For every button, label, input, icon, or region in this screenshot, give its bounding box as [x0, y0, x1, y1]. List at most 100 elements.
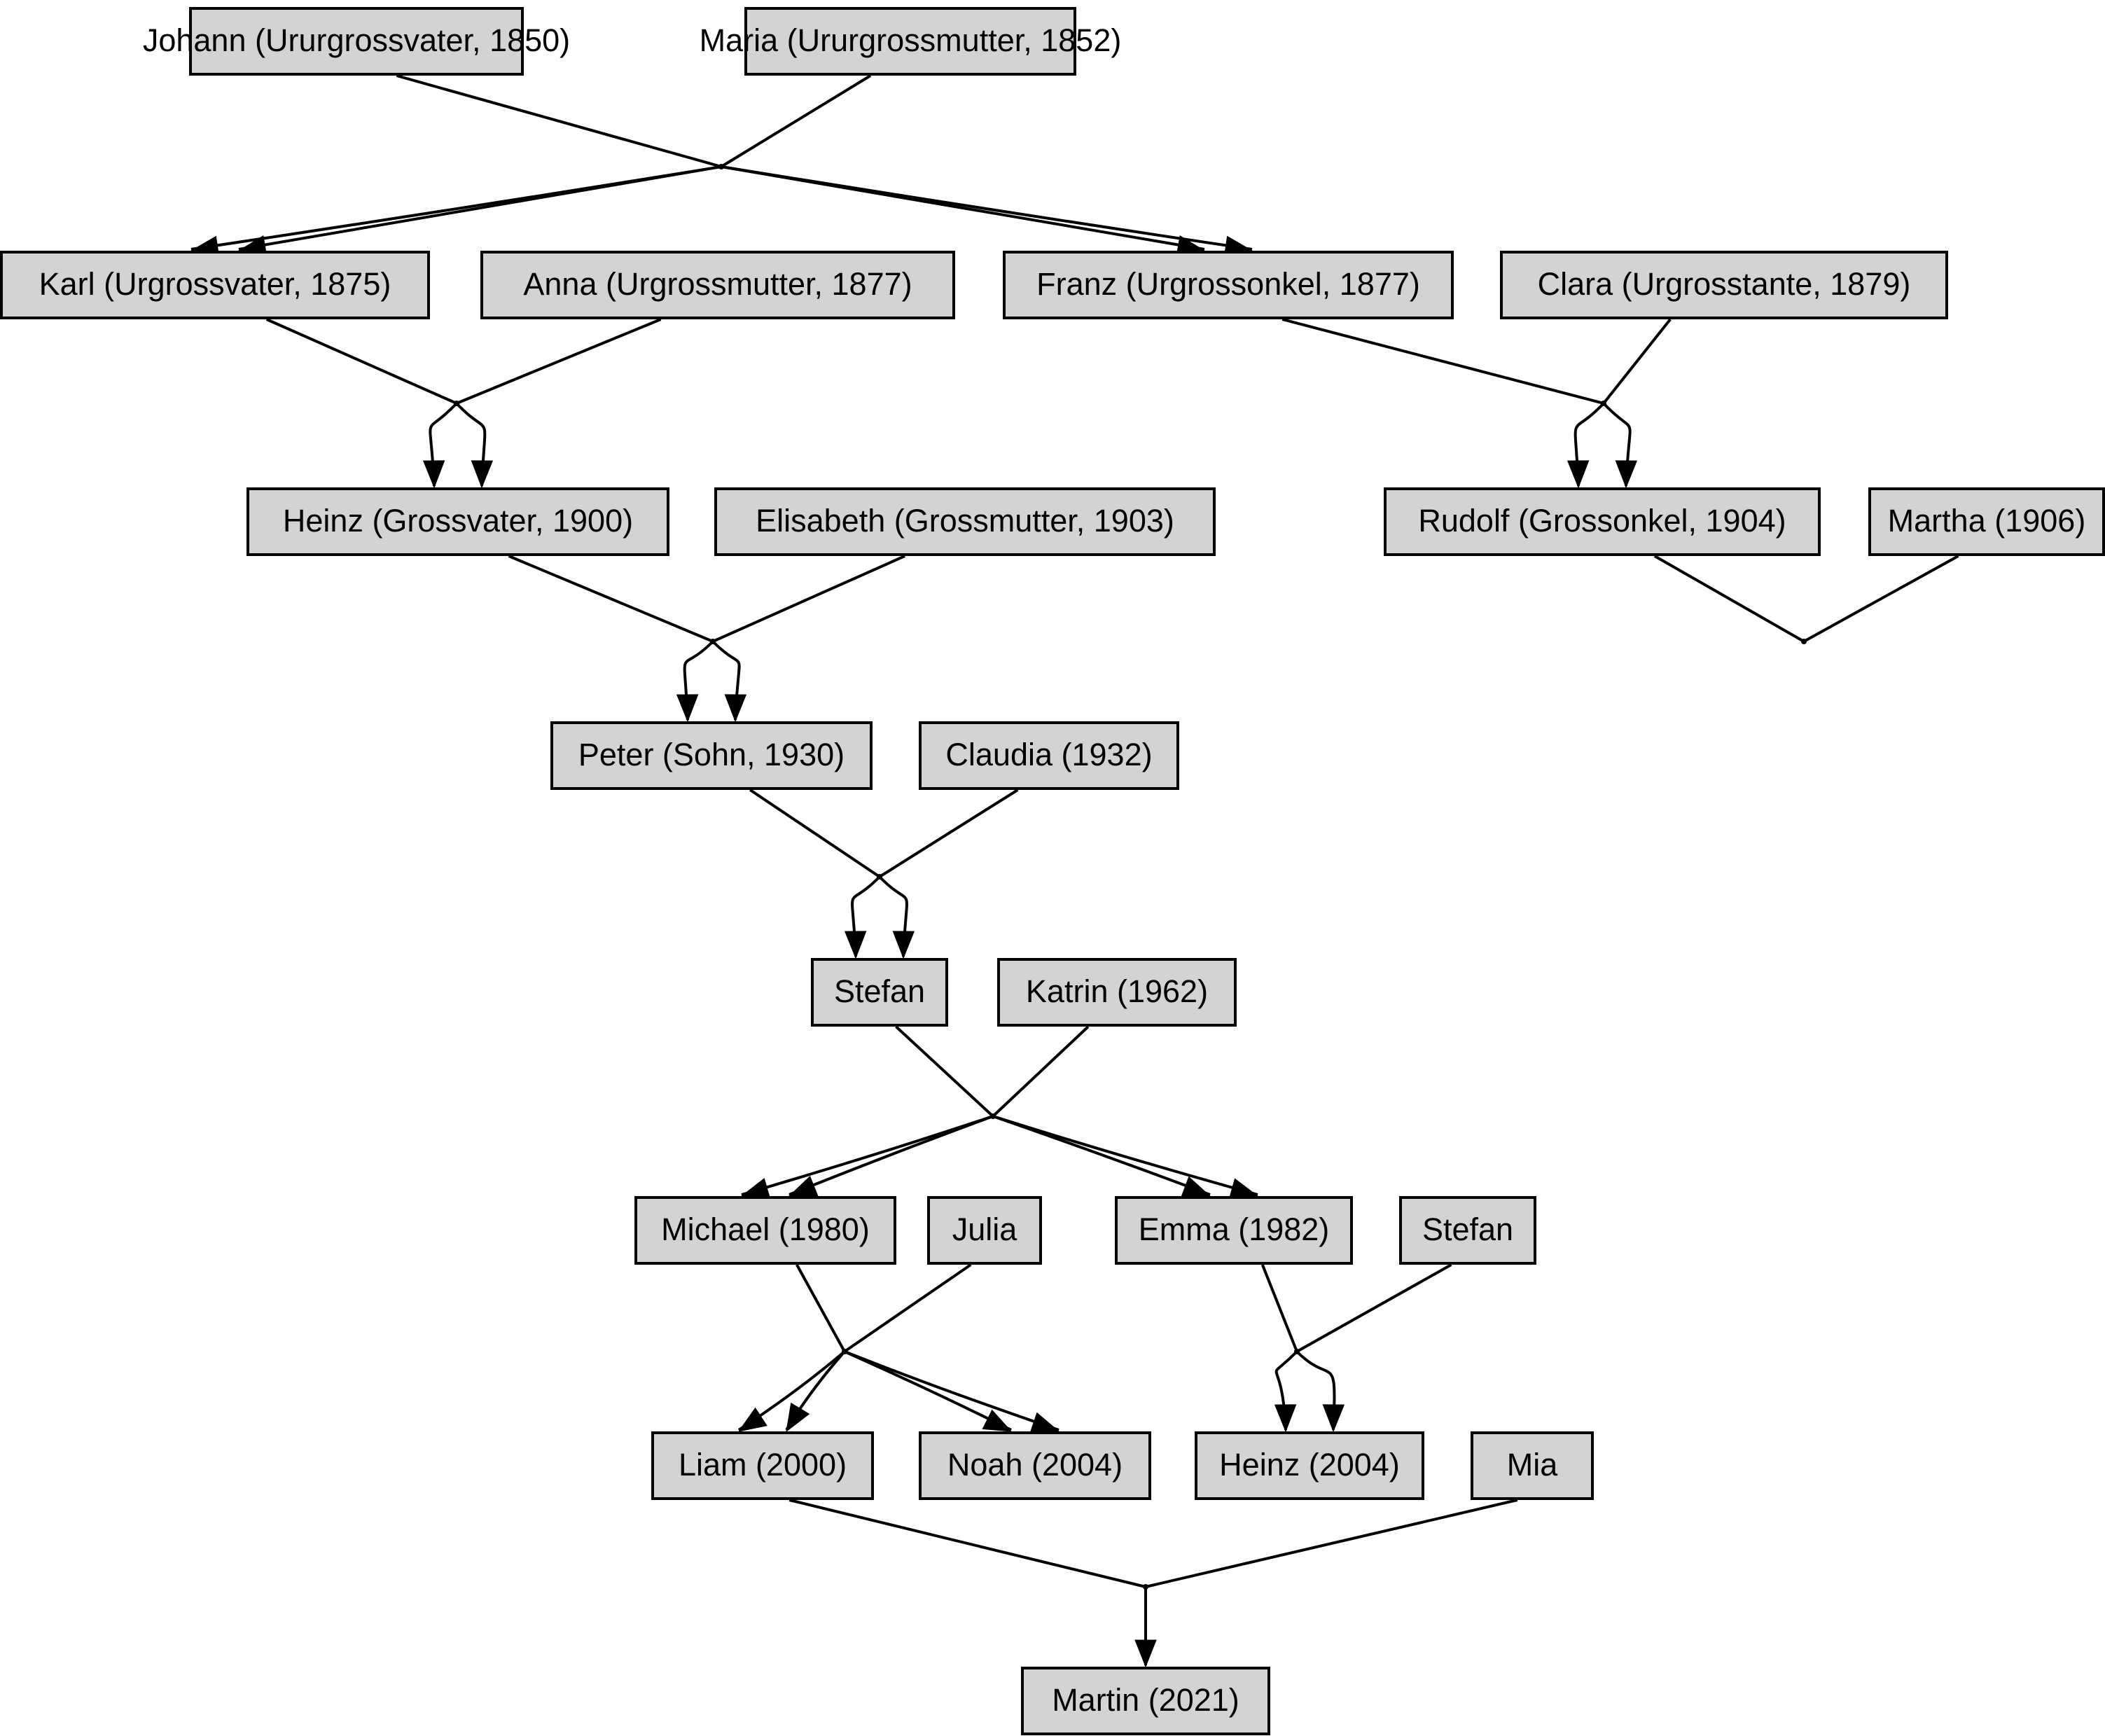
person-node-box[interactable]: [246, 487, 669, 556]
person-node[interactable]: Liam (2000): [651, 1431, 874, 1500]
edge-union-to-child: [721, 165, 1253, 251]
person-node-box[interactable]: [1003, 251, 1454, 319]
edge-union-to-child: [683, 640, 714, 721]
person-node[interactable]: Michael (1980): [634, 1196, 896, 1265]
person-node-box[interactable]: [480, 251, 955, 319]
person-node-box[interactable]: [919, 1431, 1151, 1500]
person-node[interactable]: Martin (2021): [1021, 1667, 1270, 1735]
edge-union-to-child: [788, 1115, 994, 1196]
person-node[interactable]: Mia: [1471, 1431, 1594, 1500]
edge-union-to-child: [844, 1350, 1012, 1431]
person-node[interactable]: Clara (Urgrosstante, 1879): [1500, 251, 1948, 319]
edge-union-to-child: [429, 402, 458, 487]
edge-parent-to-union: [1145, 1499, 1518, 1588]
edge-parent-to-union: [720, 74, 872, 168]
edge-union-to-child: [844, 1350, 1060, 1431]
person-node[interactable]: Noah (2004): [919, 1431, 1151, 1500]
edge-union-to-child: [992, 1115, 1258, 1196]
person-node-box[interactable]: [1500, 251, 1948, 319]
edge-parent-to-union: [1281, 318, 1604, 405]
union-joint-dot: [1801, 639, 1807, 644]
person-node-box[interactable]: [1384, 487, 1821, 556]
edge-union-to-child: [238, 165, 722, 251]
edge-parent-to-union: [992, 1025, 1090, 1118]
person-node-box[interactable]: [1195, 1431, 1424, 1500]
person-node[interactable]: Stefan: [811, 958, 948, 1027]
person-node-box[interactable]: [1399, 1196, 1536, 1265]
person-node-box[interactable]: [1115, 1196, 1353, 1265]
edge-parent-to-union: [788, 1499, 1146, 1588]
person-node[interactable]: Stefan: [1399, 1196, 1536, 1265]
person-node[interactable]: Karl (Urgrossvater, 1875): [0, 251, 430, 319]
person-node-box[interactable]: [189, 7, 524, 76]
person-node-box[interactable]: [550, 721, 873, 790]
person-node-box[interactable]: [0, 251, 430, 319]
person-node-box[interactable]: [1021, 1667, 1270, 1735]
person-node[interactable]: Franz (Urgrossonkel, 1877): [1003, 251, 1454, 319]
edge-parent-to-union: [508, 555, 714, 643]
arrowhead-icon: [788, 1176, 819, 1197]
arrowhead-icon: [844, 931, 867, 959]
arrowhead-icon: [422, 460, 445, 489]
person-node-box[interactable]: [1471, 1431, 1594, 1500]
person-node[interactable]: Heinz (2004): [1195, 1431, 1424, 1500]
person-node[interactable]: Claudia (1932): [919, 721, 1179, 790]
edge-parent-to-union: [1653, 555, 1805, 643]
arrowhead-icon: [724, 694, 747, 723]
person-node-box[interactable]: [744, 7, 1076, 76]
person-node[interactable]: Heinz (Grossvater, 1900): [246, 487, 669, 556]
arrowhead-icon: [676, 694, 699, 723]
arrowhead-icon: [471, 460, 494, 489]
edge-union-to-child: [878, 875, 908, 957]
edge-union-to-child: [992, 1115, 1211, 1196]
arrowhead-icon: [737, 1407, 767, 1432]
person-node-box[interactable]: [634, 1196, 896, 1265]
person-node-box[interactable]: [1868, 487, 2105, 556]
edge-parent-to-union: [1803, 555, 1959, 643]
person-node-box[interactable]: [714, 487, 1216, 556]
arrowhead-icon: [1322, 1404, 1345, 1433]
arrowhead-icon: [1134, 1639, 1157, 1668]
person-node[interactable]: Anna (Urgrossmutter, 1877): [480, 251, 955, 319]
arrowhead-icon: [1029, 1412, 1060, 1433]
edge-union-to-child: [1573, 402, 1605, 487]
edge-union-to-child: [1274, 1350, 1298, 1431]
person-node[interactable]: Martha (1906): [1868, 487, 2105, 556]
person-node[interactable]: Julia: [927, 1196, 1042, 1265]
person-node-box[interactable]: [811, 958, 948, 1027]
person-node-box[interactable]: [919, 721, 1179, 790]
edge-parent-to-union: [843, 1263, 972, 1353]
person-node[interactable]: Peter (Sohn, 1930): [550, 721, 873, 790]
person-node[interactable]: Elisabeth (Grossmutter, 1903): [714, 487, 1216, 556]
edge-union-to-child: [851, 875, 881, 957]
person-node[interactable]: Maria (Ururgrossmutter, 1852): [700, 7, 1122, 76]
edge-parent-to-union: [749, 789, 881, 878]
person-node-box[interactable]: [997, 958, 1237, 1027]
arrowhead-icon: [892, 931, 915, 959]
person-node[interactable]: Emma (1982): [1115, 1196, 1353, 1265]
arrowhead-icon: [1615, 460, 1638, 489]
edge-union-to-child: [711, 640, 741, 721]
edge-union-to-child: [741, 1115, 994, 1196]
edge-parent-to-union: [796, 1264, 846, 1352]
nodes-layer: Johann (Ururgrossvater, 1850) Maria (Urur…: [0, 7, 2105, 1735]
edge-parent-to-union: [895, 1025, 994, 1118]
person-node[interactable]: Rudolf (Grossonkel, 1904): [1384, 487, 1821, 556]
person-node[interactable]: Johann (Ururgrossvater, 1850): [143, 7, 570, 76]
arrowhead-icon: [1566, 460, 1590, 489]
edge-parent-to-union: [878, 789, 1019, 878]
edge-union-to-child: [1602, 402, 1632, 487]
edge-union-to-child: [455, 402, 487, 487]
edge-parent-to-union: [1296, 1263, 1452, 1353]
edge-parent-to-union: [456, 318, 662, 405]
edge-parent-to-union: [1260, 1264, 1298, 1352]
person-node[interactable]: Katrin (1962): [997, 958, 1237, 1027]
arrowhead-icon: [982, 1409, 1013, 1432]
edge-union-to-child: [1295, 1350, 1336, 1431]
arrowhead-icon: [740, 1178, 771, 1200]
edge-parent-to-union: [265, 318, 457, 405]
person-node-box[interactable]: [651, 1431, 874, 1500]
person-node-box[interactable]: [927, 1196, 1042, 1265]
